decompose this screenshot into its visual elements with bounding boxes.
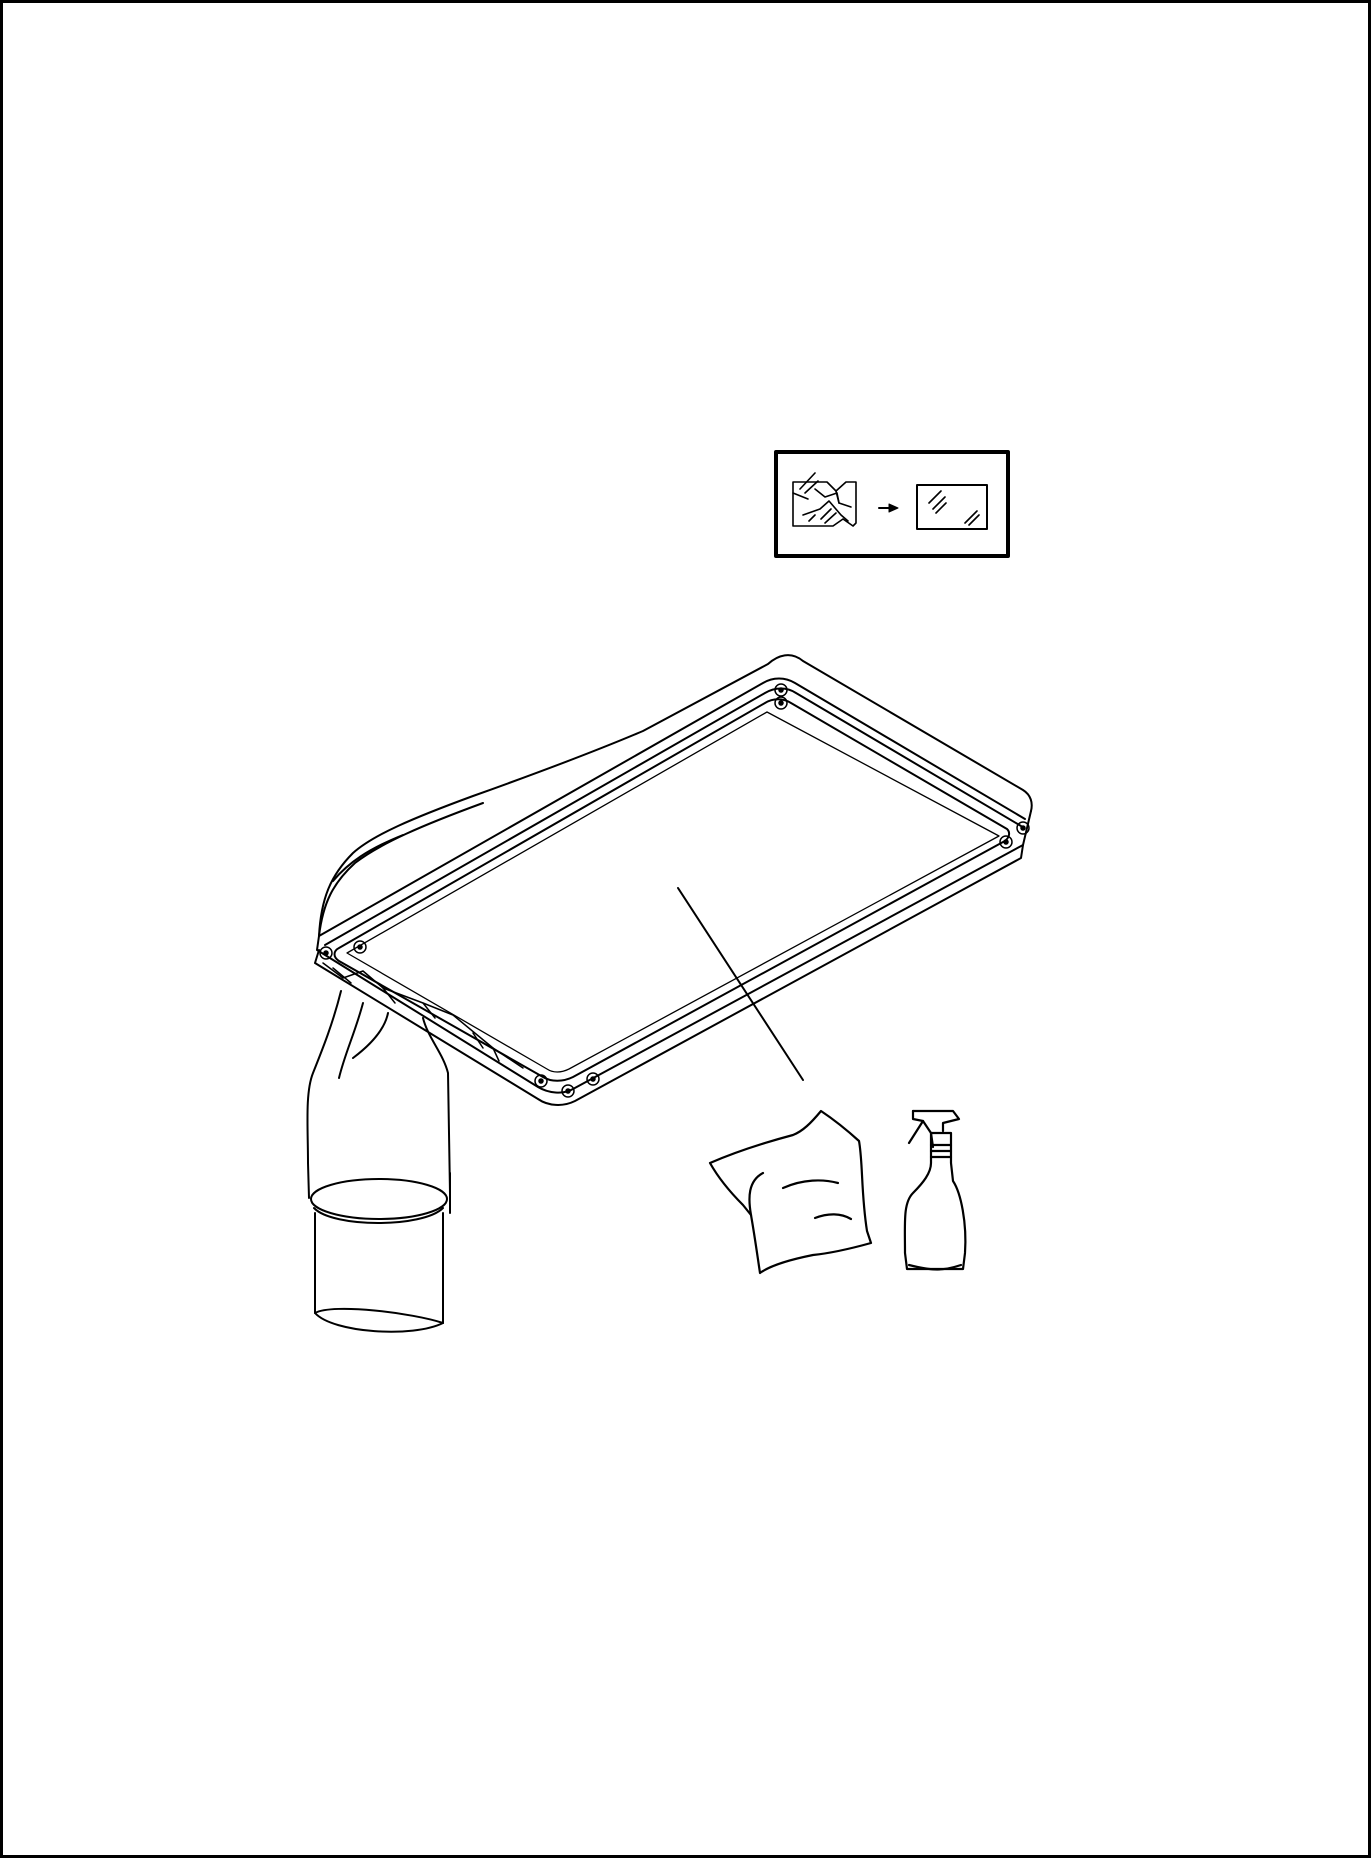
- replace-glass-inset: [774, 450, 1010, 558]
- pointer-line: [677, 887, 804, 1081]
- intact-glass-icon: [916, 484, 988, 530]
- luminaire-housing: [314, 654, 1033, 1106]
- glass-panel: [333, 698, 1011, 1082]
- spray-bottle-icon: [903, 1109, 967, 1271]
- corner-screws: [319, 683, 1030, 1098]
- arrow-right-icon: [878, 503, 899, 513]
- inset-frame: [774, 450, 1010, 558]
- cracked-glass-icon: [792, 472, 857, 527]
- glass-replacement-illustration: [306, 450, 1033, 1333]
- cleaning-cloth-icon: [708, 1109, 873, 1275]
- mounting-pole: [306, 990, 451, 1333]
